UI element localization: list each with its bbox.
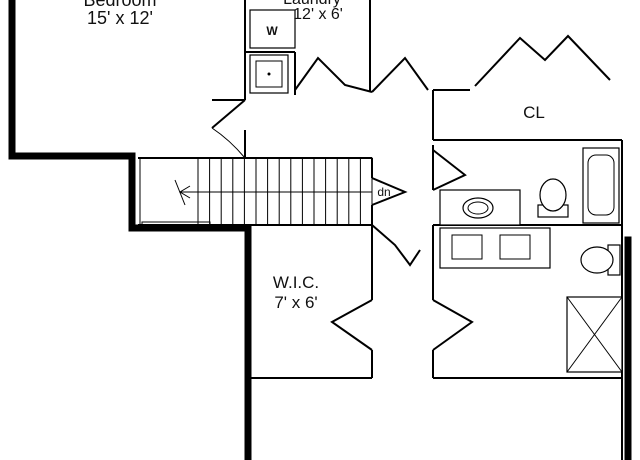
toilet-bowl-lower [580,246,614,274]
laundry-size: 12' x 6' [293,6,343,23]
staircase [139,157,373,231]
room-labels: Bedroom 15' x 12' Laundry 12' x 6' W CL … [83,0,544,312]
toilet-bowl [539,178,567,212]
exterior-walls [8,0,632,460]
bedroom-size: 15' x 12' [87,8,153,28]
washer-mark: W [266,24,278,38]
wic-name: W.I.C. [273,273,319,292]
doors [211,34,611,351]
laundry-name: Laundry [283,0,341,8]
double-vanity [439,227,551,269]
laundry-fixtures [249,9,296,94]
bath-fixtures [439,147,623,373]
washer [249,9,296,49]
closet-label: CL [523,103,545,122]
stair-direction-label: dn [377,185,390,199]
bedroom-name: Bedroom [83,0,156,10]
sink-bowl [462,197,494,219]
wic-size: 7' x 6' [274,293,317,312]
